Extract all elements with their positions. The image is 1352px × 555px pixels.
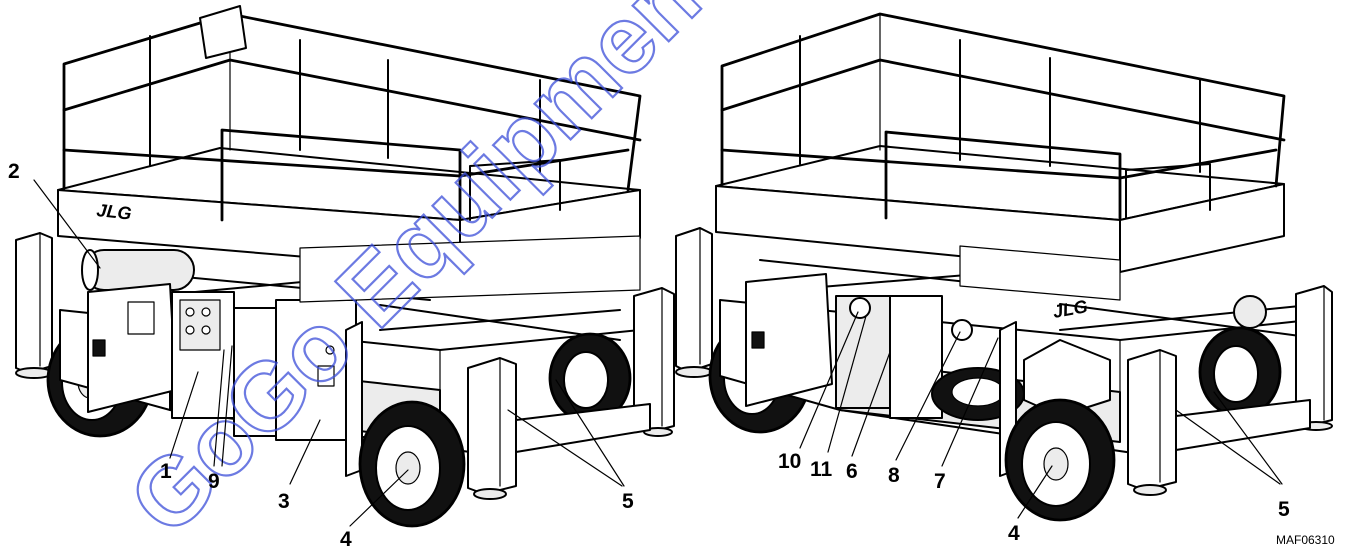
right-leader-lines [799, 311, 1283, 519]
callout-9: 9 [208, 470, 220, 493]
callout-4-left: 4 [340, 528, 352, 550]
left-leader-lines [33, 179, 625, 527]
left-scissor-lift-illustration: JLG [15, 5, 675, 528]
left-platform-deck: JLG [57, 147, 641, 303]
callout-10: 10 [778, 450, 801, 473]
callout-5-right: 5 [1278, 498, 1290, 521]
left-brand-mark: JLG [96, 200, 133, 224]
right-front-wheel [1004, 398, 1116, 522]
right-far-wheel [1198, 295, 1282, 418]
right-engine-compartment [745, 273, 1111, 477]
callout-7: 7 [934, 470, 946, 493]
right-scissor-lift-illustration: JLG [675, 12, 1333, 522]
figure-id: MAF06310 [1276, 533, 1335, 547]
right-callouts: 10 11 6 8 7 4 5 [778, 450, 1290, 545]
callout-11: 11 [810, 458, 833, 481]
left-front-outriggers [467, 287, 675, 500]
callout-3: 3 [278, 490, 290, 513]
right-guardrails [720, 12, 1286, 220]
callout-8: 8 [888, 464, 900, 487]
callout-1: 1 [160, 460, 172, 483]
right-platform-deck: JLG [715, 145, 1285, 322]
callout-2: 2 [8, 160, 20, 183]
left-callouts: 2 1 9 3 4 5 [8, 160, 634, 551]
right-rear-outrigger [675, 227, 713, 378]
left-guardrails [62, 5, 642, 222]
left-front-wheel [358, 400, 466, 528]
callout-4-right: 4 [1008, 522, 1020, 545]
left-hydraulic-tank [81, 249, 195, 291]
left-compartment [87, 283, 363, 477]
right-brand-mark: JLG [1051, 296, 1089, 322]
callout-6: 6 [846, 460, 858, 483]
left-rear-outrigger [15, 232, 53, 379]
right-front-outriggers [1127, 285, 1333, 496]
callout-5-left: 5 [622, 490, 634, 513]
